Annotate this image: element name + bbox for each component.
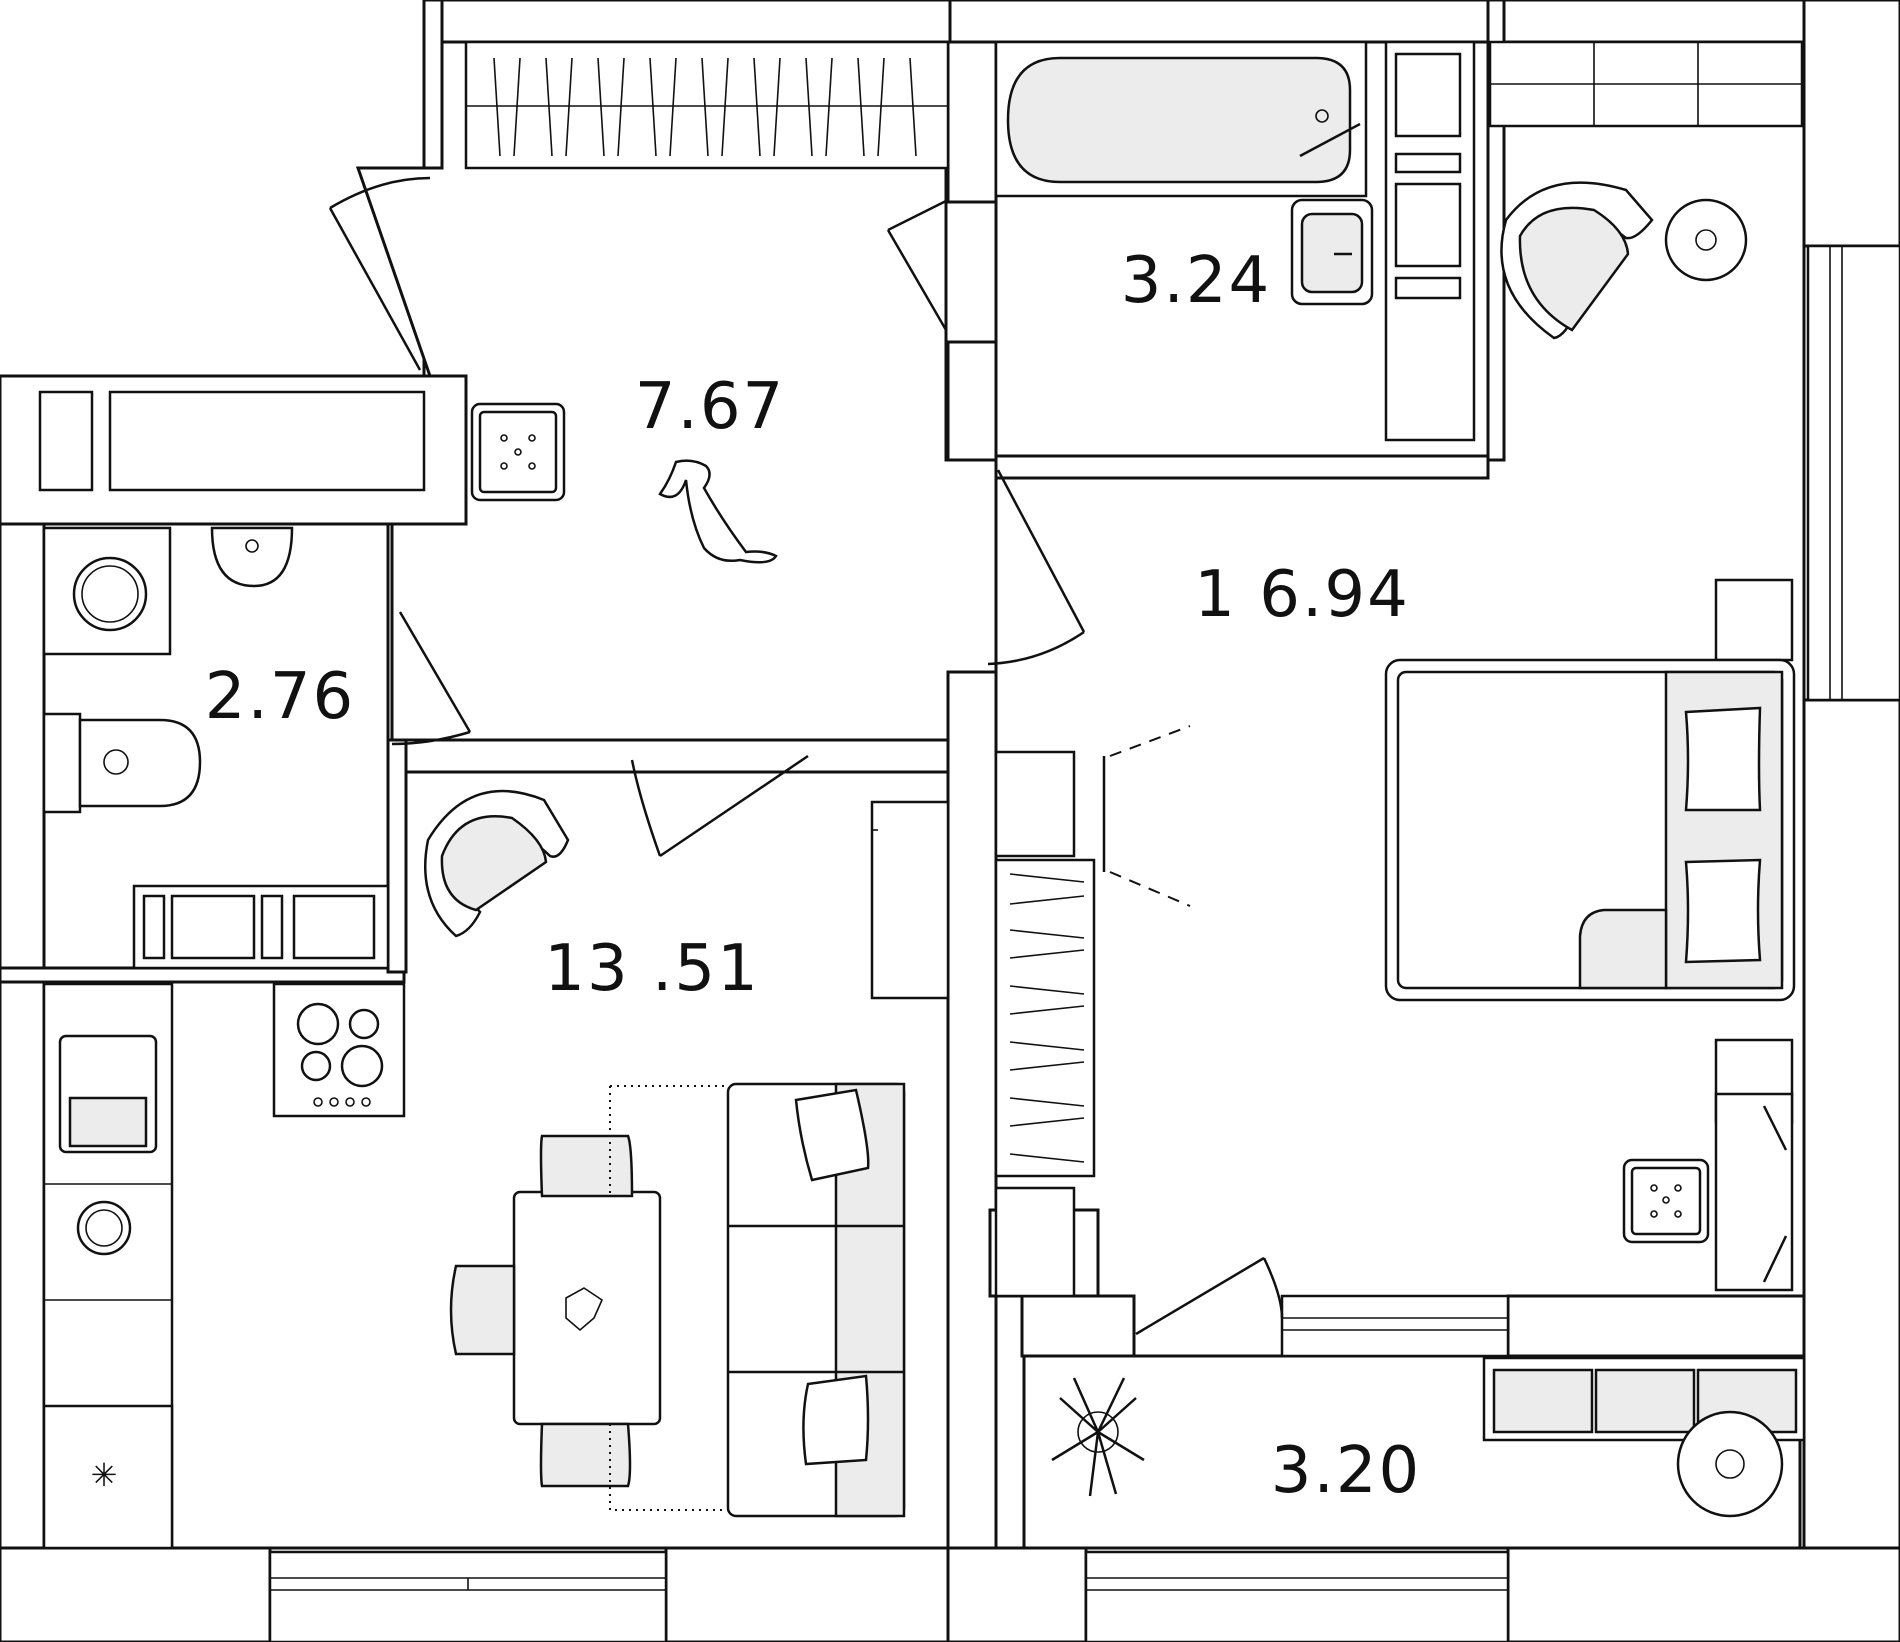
bed <box>1384 578 1796 1124</box>
toilet <box>42 712 202 814</box>
kitchen-area-label: 13 .51 <box>544 932 760 1006</box>
dining-table <box>449 1134 662 1488</box>
bathtub <box>994 40 1368 198</box>
tv-bedroom <box>1102 725 1191 907</box>
balcony-area-label: 3.20 <box>1271 1434 1422 1508</box>
wc-area-label: 2.76 <box>205 660 356 734</box>
bedroom-area-label: 1 6.94 <box>1194 558 1410 632</box>
wardrobe-hall <box>464 40 950 170</box>
robot-vacuum-hall <box>470 402 566 502</box>
windows <box>268 244 1900 1642</box>
sofa <box>726 1082 906 1518</box>
balcony-bench <box>1482 1356 1806 1442</box>
balcony-table <box>1676 1410 1784 1518</box>
bath-area-label: 3.24 <box>1121 244 1272 318</box>
armchair-kitchen <box>424 789 570 938</box>
tv-stand <box>870 800 950 1000</box>
wardrobe-bedroom <box>994 750 1096 1298</box>
desk-bedroom <box>1714 1092 1794 1292</box>
plant-icon <box>1051 1377 1145 1497</box>
dotted-lines <box>609 1085 728 1511</box>
washing-machine <box>42 526 172 656</box>
shoe-rack <box>38 390 426 492</box>
washbasin-wc <box>210 526 294 588</box>
stove <box>272 982 406 1118</box>
room-labels: 7.67 3.24 2.76 13 .51 1 6.94 3.20 <box>205 244 1422 1508</box>
doors <box>328 176 1284 1336</box>
hall-area-label: 7.67 <box>635 370 786 444</box>
dog-icon <box>658 459 778 564</box>
armchair-bedroom <box>1500 181 1654 340</box>
kitchen-counter: ✳ <box>42 982 174 1550</box>
washbasin-bath <box>1290 198 1374 306</box>
svg-text:✳: ✳ <box>91 1456 118 1494</box>
side-table-bedroom <box>1664 198 1748 282</box>
bath-cabinet <box>1384 40 1476 442</box>
shelf-wc <box>132 884 390 970</box>
curtain-rail <box>1488 40 1804 128</box>
robot-vacuum-bedroom <box>1622 1158 1710 1244</box>
